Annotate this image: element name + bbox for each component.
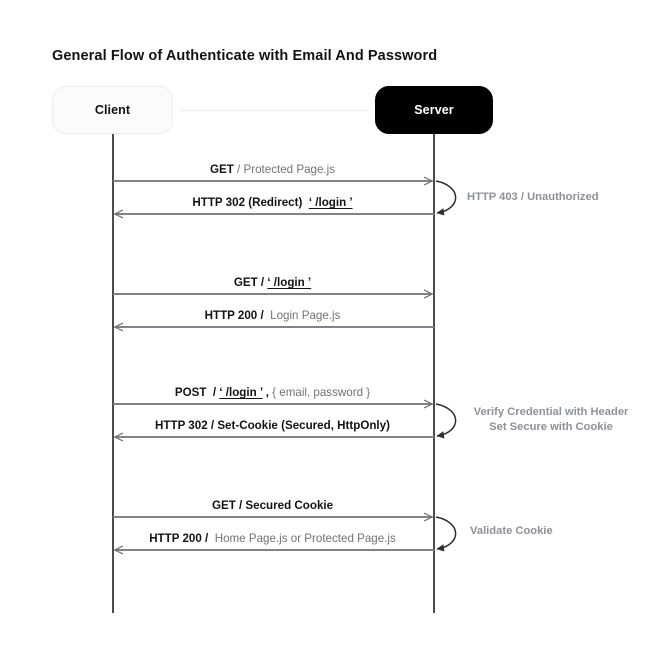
- message-3-sep: /: [257, 276, 268, 289]
- message-7-method: GET / Secured Cookie: [211, 499, 334, 512]
- participant-client-label: Client: [94, 103, 131, 117]
- message-3-path: ‘ /login ’: [267, 276, 312, 289]
- message-2-status: HTTP 302 (Redirect): [192, 196, 303, 209]
- message-5-comma: ,: [262, 386, 273, 399]
- message-8-payload: Home Page.js or Protected Page.js: [208, 532, 396, 545]
- message-label-1: GET / Protected Page.js: [113, 162, 432, 178]
- message-2-path: ‘ /login ’: [308, 196, 353, 209]
- message-label-7: GET / Secured Cookie: [113, 498, 432, 514]
- message-1-sep: /: [233, 163, 244, 176]
- message-label-5: POST / ‘ /login ’ , { email, password }: [113, 385, 432, 401]
- message-5-method: POST: [174, 386, 207, 399]
- self-loop-note-3-line-1: Validate Cookie: [470, 525, 553, 537]
- message-4-status: HTTP 200 /: [204, 309, 264, 322]
- message-label-4: HTTP 200 / Login Page.js: [113, 308, 432, 324]
- message-label-3: GET / ‘ /login ’: [113, 275, 432, 291]
- participant-client[interactable]: Client: [52, 86, 173, 134]
- page-title: General Flow of Authenticate with Email …: [52, 48, 438, 64]
- self-loop-note-2-line-2: Set Secure with Cookie: [489, 421, 613, 433]
- participant-server[interactable]: Server: [375, 86, 493, 134]
- self-loop-note-1-line-1: HTTP 403 / Unauthorized: [467, 191, 599, 203]
- message-8-status: HTTP 200 /: [149, 532, 209, 545]
- self-loop-note-2-line-1: Verify Credential with Header: [473, 406, 629, 418]
- self-loop-note-2: Verify Credential with Header Set Secure…: [467, 405, 635, 435]
- self-loop-note-3: Validate Cookie: [470, 524, 553, 539]
- message-1-payload: Protected Page.js: [243, 163, 336, 176]
- message-5-path: ‘ /login ’: [219, 386, 263, 399]
- message-label-8: HTTP 200 / Home Page.js or Protected Pag…: [113, 531, 432, 547]
- message-1-method: GET: [209, 163, 234, 176]
- self-loop-1: [435, 180, 457, 216]
- message-label-6: HTTP 302 / Set-Cookie (Secured, HttpOnly…: [113, 418, 432, 434]
- message-4-payload: Login Page.js: [263, 309, 341, 322]
- message-label-2: HTTP 302 (Redirect) ‘ /login ’: [113, 195, 432, 211]
- self-loop-2: [435, 403, 457, 439]
- message-5-sep: /: [206, 386, 220, 399]
- self-loop-note-1: HTTP 403 / Unauthorized: [467, 190, 599, 205]
- message-6-status: HTTP 302 / Set-Cookie (Secured, HttpOnly…: [155, 419, 390, 432]
- message-3-method: GET: [233, 276, 258, 289]
- self-loop-3: [435, 516, 457, 552]
- message-5-body: { email, password }: [272, 386, 371, 399]
- participant-server-label: Server: [414, 103, 454, 117]
